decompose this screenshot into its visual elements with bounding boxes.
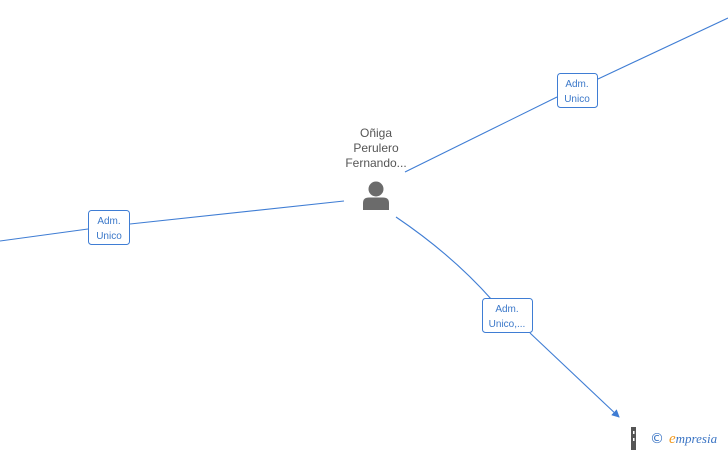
brand-logo-text: mpresia: [675, 431, 718, 446]
person-icon: [363, 181, 389, 210]
edge-label-line: Unico,...: [489, 319, 526, 330]
edge-label-left[interactable]: Adm. Unico: [88, 210, 130, 245]
person-name-line: Perulero: [353, 141, 399, 155]
copyright-symbol: ©: [650, 431, 664, 447]
building-icon-window: [633, 438, 635, 441]
edge-label-line: Unico: [96, 231, 122, 242]
person-node[interactable]: Oñiga Perulero Fernando...: [345, 126, 407, 210]
partial-company-node[interactable]: [631, 427, 636, 450]
edge-label-line: Unico: [564, 94, 590, 105]
person-name-line: Fernando...: [345, 156, 406, 170]
edge-label-upper-right[interactable]: Adm. Unico: [557, 73, 598, 108]
edge-label-lower-right[interactable]: Adm. Unico,...: [482, 298, 533, 333]
person-name-line: Oñiga: [360, 126, 392, 140]
edge-arrow-lower-right[interactable]: [529, 332, 620, 418]
edge-label-line: Adm.: [97, 216, 120, 227]
building-icon-window: [633, 431, 635, 434]
copyright-footer: © e mpresia: [650, 429, 717, 449]
edge-label-line: Adm.: [495, 304, 518, 315]
edge-label-line: Adm.: [565, 79, 588, 90]
edge-line-upper-right[interactable]: [404, 17, 728, 173]
brand-logo-initial: e: [669, 430, 676, 447]
edge-line-left[interactable]: [0, 200, 345, 242]
edge-line-lower-right[interactable]: [395, 216, 493, 301]
